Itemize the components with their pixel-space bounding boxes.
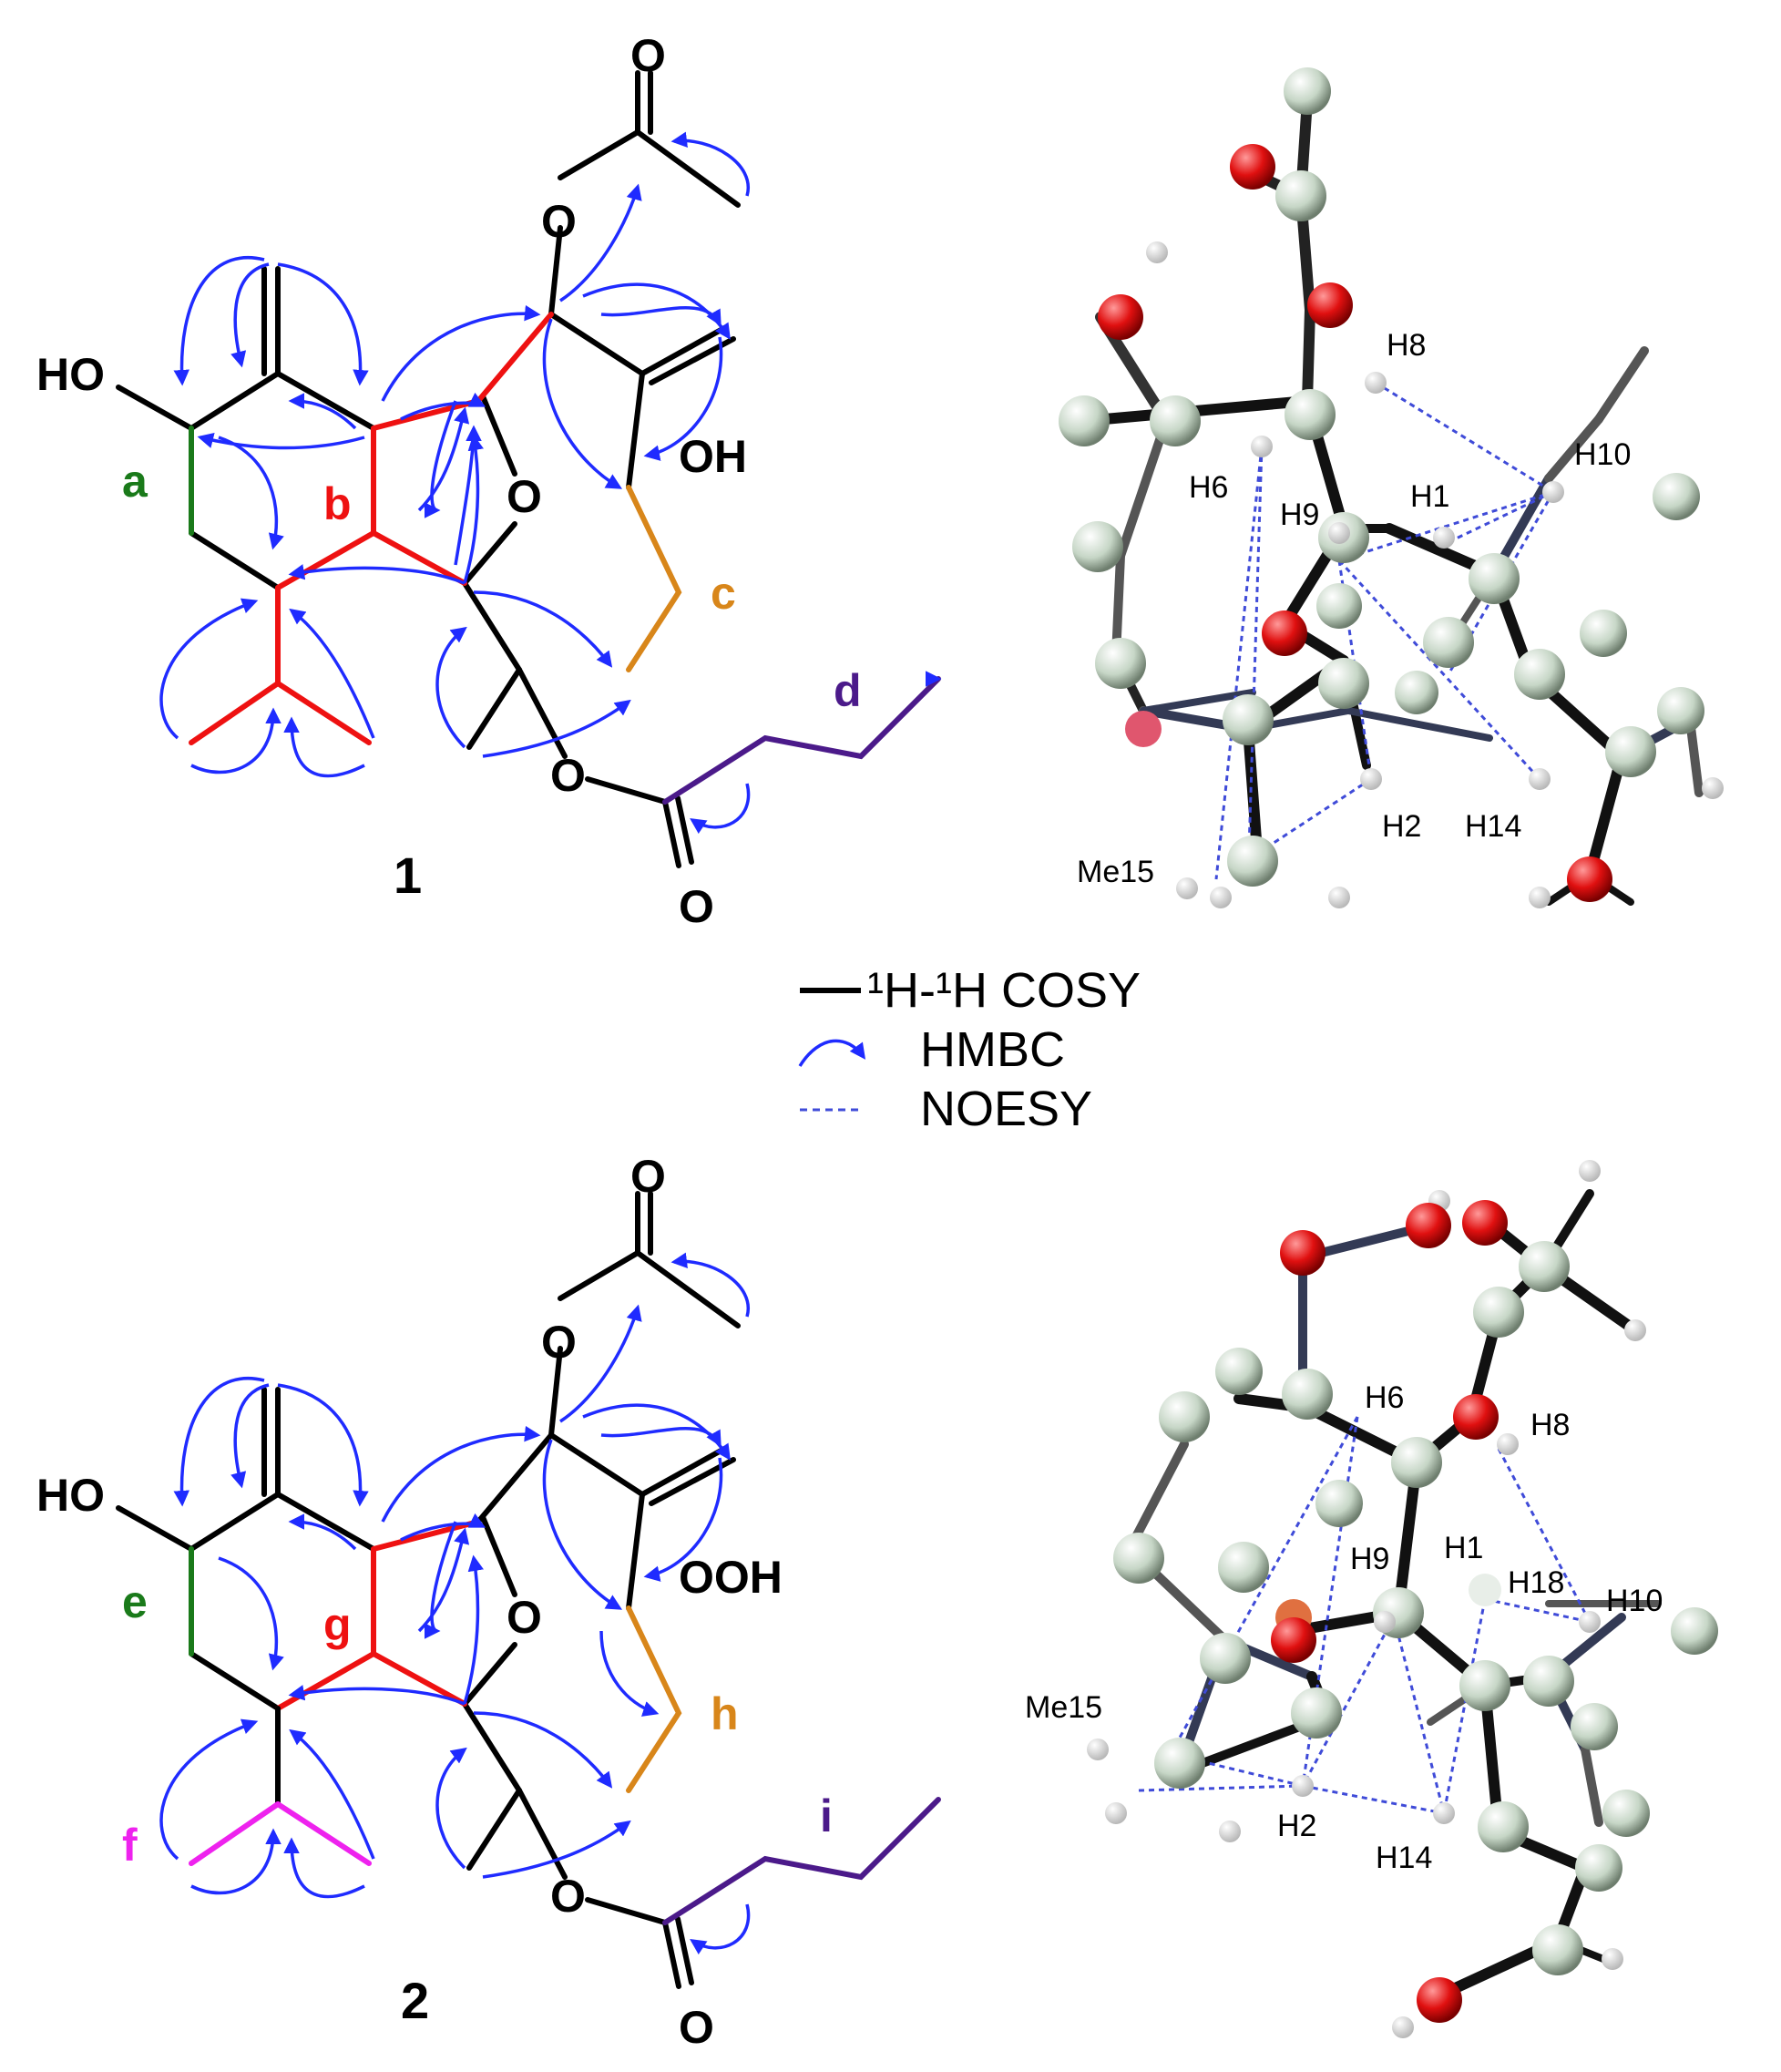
compound-1-hmbc-arrows <box>159 131 751 835</box>
label-h10: H10 <box>1606 1584 1663 1618</box>
segment-b-bonds <box>275 529 467 590</box>
segment-c-label: c <box>711 568 736 619</box>
segment-e-label: e <box>122 1576 148 1627</box>
compound-1-atom-labels: HO O OH O O O O a b c d 1 <box>36 30 862 932</box>
label-h9: H9 <box>1280 497 1319 532</box>
compound-2-number: 2 <box>401 1972 429 2029</box>
label-h2: H2 <box>1277 1809 1316 1843</box>
segment-g-bonds <box>371 1651 467 1707</box>
legend: ¹H-¹H COSY HMBC NOESY <box>798 963 1141 1136</box>
carbonyl-oxygen-top-label: O <box>630 30 666 81</box>
legend-hmbc-swatch <box>798 1039 866 1067</box>
ho-label: HO <box>36 349 105 400</box>
compound-1-cosy-segments <box>189 312 941 805</box>
segment-i-bonds <box>662 1797 941 1925</box>
label-me15: Me15 <box>1025 1690 1102 1725</box>
model-1-bonds <box>1079 95 1704 906</box>
ho-label: HO <box>36 1470 105 1521</box>
ring-oxygen-label: O <box>507 471 542 522</box>
segment-f-label: f <box>122 1820 138 1871</box>
acetyl-oxygen-label: O <box>541 196 577 247</box>
model-2-labels: H6 H8 H1 H9 H18 H10 Me15 H2 H14 <box>1025 1380 1663 1875</box>
label-h18: H18 <box>1508 1565 1564 1600</box>
ester-oxygen-label: O <box>550 1871 586 1922</box>
label-h14: H14 <box>1376 1841 1432 1875</box>
acetyl-oxygen-label: O <box>541 1317 577 1368</box>
label-h10: H10 <box>1574 437 1631 472</box>
segment-f-bond-right <box>275 1801 372 1866</box>
ring-oxygen-label: O <box>507 1592 542 1643</box>
segment-d-label: d <box>834 665 862 716</box>
segment-i-label: i <box>820 1790 833 1841</box>
label-me15: Me15 <box>1077 855 1154 889</box>
segment-b-label: b <box>323 478 352 529</box>
carbonyl-oxygen-top-label: O <box>630 1151 666 1202</box>
legend-noesy-label: NOESY <box>920 1082 1092 1136</box>
label-h6: H6 <box>1189 470 1228 505</box>
compound-2-structure: HO O OOH O O O O e f g h i 2 <box>36 1151 941 2053</box>
segment-c-bonds <box>626 485 682 672</box>
compound-1-bonds <box>116 70 741 868</box>
segment-h-label: h <box>711 1688 739 1739</box>
carbonyl-oxygen-bottom-label: O <box>679 2002 714 2053</box>
model-2-atoms <box>1087 1160 1718 2038</box>
legend-cosy-label: ¹H-¹H COSY <box>867 963 1141 1018</box>
oh-label: OH <box>679 431 747 482</box>
legend-hmbc-label: HMBC <box>920 1022 1065 1077</box>
label-h1: H1 <box>1410 479 1449 514</box>
compound-1-number: 1 <box>394 846 422 904</box>
label-h8: H8 <box>1530 1408 1570 1442</box>
model-1-atoms <box>1059 67 1724 908</box>
label-h1: H1 <box>1444 1531 1483 1565</box>
segment-a-label: a <box>122 456 148 507</box>
label-h9: H9 <box>1350 1542 1389 1576</box>
label-h2: H2 <box>1382 809 1421 844</box>
compound-1-structure: HO O OH O O O O a b c d 1 <box>36 30 941 932</box>
ester-oxygen-label: O <box>550 750 586 801</box>
carbonyl-oxygen-bottom-label: O <box>679 881 714 932</box>
model-1-labels: H8 H10 H6 H1 H9 H2 H14 Me15 <box>1077 328 1631 889</box>
label-h8: H8 <box>1387 328 1426 363</box>
label-h6: H6 <box>1365 1380 1404 1415</box>
segment-f-bond-left <box>189 1801 281 1866</box>
segment-d-bonds <box>662 676 941 805</box>
model-2: H6 H8 H1 H9 H18 H10 Me15 H2 H14 <box>1025 1160 1718 2038</box>
segment-h-bonds <box>626 1605 682 1793</box>
ooh-label: OOH <box>679 1552 783 1603</box>
label-h14: H14 <box>1465 809 1521 844</box>
model-1: H8 H10 H6 H1 H9 H2 H14 Me15 <box>1059 67 1724 908</box>
segment-g-label: g <box>323 1599 352 1650</box>
